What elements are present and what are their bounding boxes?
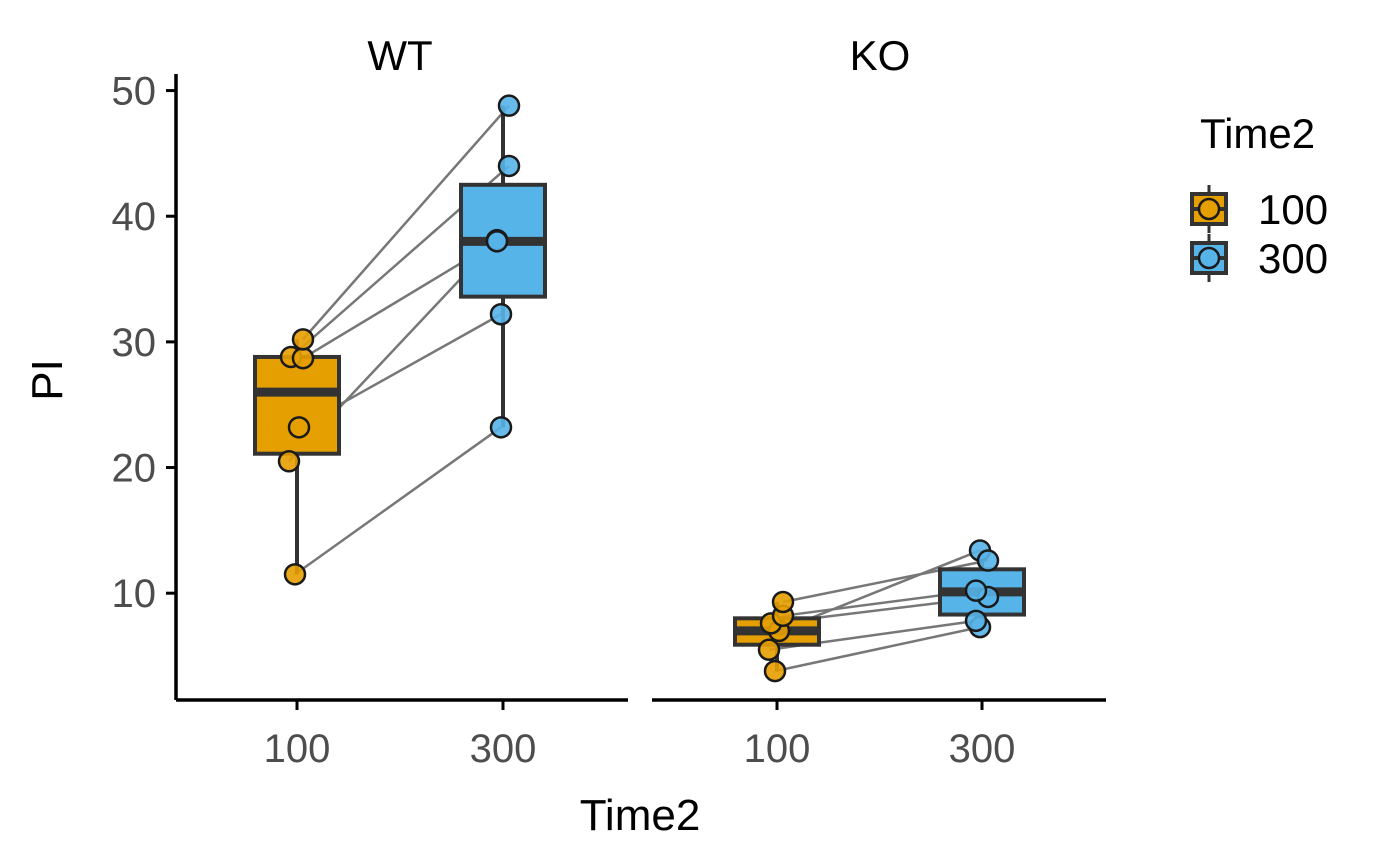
point-wt-100-1 <box>283 563 307 586</box>
x-tick-label-wt-300: 300 <box>470 727 537 771</box>
y-axis-title: PI <box>23 359 72 401</box>
box-wt-100 <box>253 354 341 456</box>
y-tick-label-20: 20 <box>112 447 157 491</box>
point-wt-100-3 <box>287 416 311 439</box>
pair-lines-layer <box>288 104 989 673</box>
x-tick-label-ko-100: 100 <box>744 727 811 771</box>
y-tick-label-50: 50 <box>112 70 157 114</box>
point-ko-100-1 <box>763 659 787 683</box>
facet-label-wt: WT <box>367 32 432 79</box>
point-wt-300-6 <box>497 94 521 117</box>
x-axis-title: Time2 <box>580 791 701 840</box>
y-tick-label-30: 30 <box>112 321 157 365</box>
point-ko-100-6 <box>771 590 795 614</box>
point-wt-300-3 <box>489 302 513 326</box>
x-tick-label-ko-300: 300 <box>949 727 1016 771</box>
facet-label-ko: KO <box>850 32 911 79</box>
point-wt-300-4 <box>497 154 521 178</box>
y-tick-label-40: 40 <box>112 195 157 239</box>
point-ko-300-6 <box>976 549 1000 572</box>
pair-line-wt-6 <box>302 104 510 341</box>
legend: Time2 100 300 <box>1190 110 1328 282</box>
pair-line-ko-1 <box>774 625 981 673</box>
legend-keys <box>1190 185 1228 282</box>
point-wt-300-5 <box>485 230 509 253</box>
point-wt-300-1 <box>489 416 513 439</box>
legend-point-100 <box>1197 197 1221 221</box>
x-tick-label-wt-100: 100 <box>264 727 331 771</box>
axes-layer: 10 20 30 40 50 100 300 100 300 <box>112 70 1106 771</box>
point-ko-300-5 <box>964 579 988 602</box>
point-ko-100-2 <box>757 638 781 661</box>
y-tick-label-10: 10 <box>112 572 157 616</box>
point-wt-100-2 <box>277 450 301 473</box>
pair-line-wt-1 <box>294 426 502 576</box>
legend-title: Time2 <box>1200 110 1315 157</box>
legend-label-300: 300 <box>1258 235 1328 282</box>
legend-label-100: 100 <box>1258 186 1328 233</box>
points-layer <box>277 94 1000 683</box>
point-wt-100-5 <box>291 346 315 370</box>
point-ko-300-2 <box>964 609 988 633</box>
legend-point-300 <box>1197 246 1221 270</box>
point-wt-100-6 <box>291 328 315 351</box>
